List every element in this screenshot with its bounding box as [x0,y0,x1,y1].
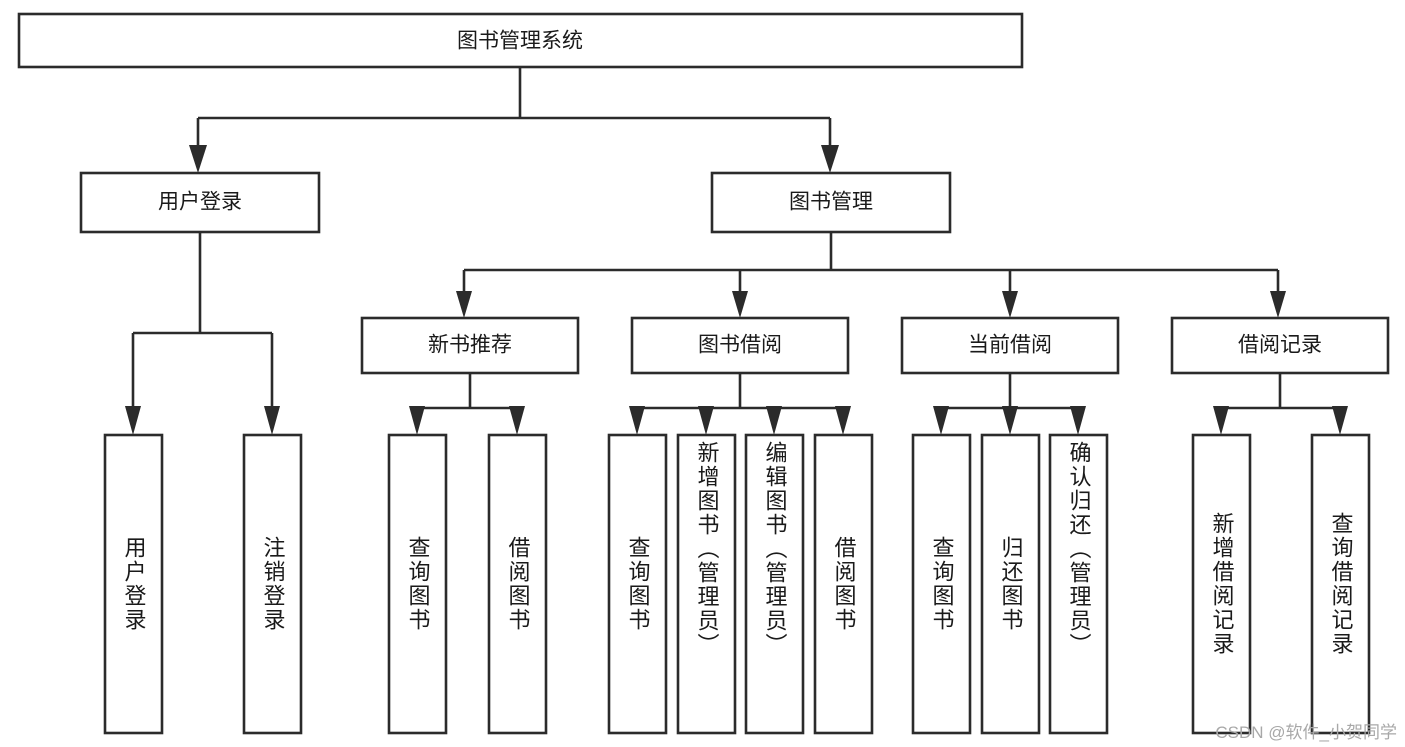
arrow-to-leaf-query-book-3 [933,406,949,435]
root-box [17,12,1024,69]
arrow-to-leaf-borrow-book-2 [835,406,851,435]
arrow-to-leaf-edit-book [766,406,782,435]
leaf-box-query-book-1[interactable] [387,433,448,735]
current-borrow-label: 当前借阅 [968,334,1052,357]
node-current-borrow[interactable]: 当前借阅 [900,316,1120,375]
node-book-borrow[interactable]: 图书借阅 [630,316,850,375]
leaf-box-borrow-book-1[interactable] [487,433,548,735]
arrow-to-leaf-logout-login [264,406,280,435]
book-borrow-box [630,316,850,375]
node-user-login[interactable]: 用户登录 [79,171,321,234]
node-book-management[interactable]: 图书管理 [710,171,952,234]
borrow-record-box [1170,316,1390,375]
arrow-to-user-login [189,145,207,173]
book-management-box [710,171,952,234]
arrow-to-leaf-add-record [1213,406,1229,435]
arrow-to-book-management [821,145,839,173]
arrow-to-leaf-query-record [1332,406,1348,435]
arrow-to-leaf-user-login [125,406,141,435]
node-borrow-record[interactable]: 借阅记录 [1170,316,1390,375]
root-label: 图书管理系统 [457,30,583,53]
arrow-to-book-borrow [732,291,748,318]
leaf-box-return-book[interactable] [980,433,1041,735]
current-borrow-box [900,316,1120,375]
node-root[interactable]: 图书管理系统 [17,12,1024,69]
borrow-record-label: 借阅记录 [1238,334,1322,357]
book-borrow-label: 图书借阅 [698,334,782,357]
arrow-to-leaf-add-book [698,406,714,435]
arrow-to-new-book-recommend [456,291,472,318]
arrow-to-current-borrow [1002,291,1018,318]
leaf-box-query-book-2[interactable] [607,433,668,735]
csdn-watermark: CSDN @软件_小贺同学 [1215,723,1397,742]
arrow-to-leaf-query-book-2 [629,406,645,435]
leaf-box-add-book[interactable] [676,433,737,735]
leaf-box-query-book-3[interactable] [911,433,972,735]
node-new-book-recommend[interactable]: 新书推荐 [360,316,580,375]
leaf-box-logout-login[interactable] [242,433,303,735]
arrow-to-leaf-query-book-1 [409,406,425,435]
new-book-recommend-box [360,316,580,375]
leaf-box-confirm-return[interactable] [1048,433,1109,735]
arrow-to-leaf-return-book [1002,406,1018,435]
user-login-label: 用户登录 [158,191,242,214]
arrow-to-leaf-borrow-book-1 [509,406,525,435]
leaf-box-add-record[interactable] [1191,433,1252,735]
arrow-to-leaf-confirm-return [1070,406,1086,435]
leaf-box-query-record[interactable] [1310,433,1371,735]
leaf-box-borrow-book-2[interactable] [813,433,874,735]
leaf-box-user-login[interactable] [103,433,164,735]
leaf-box-edit-book[interactable] [744,433,805,735]
arrow-to-borrow-record [1270,291,1286,318]
new-book-recommend-label: 新书推荐 [428,334,512,357]
book-management-label: 图书管理 [789,191,873,214]
